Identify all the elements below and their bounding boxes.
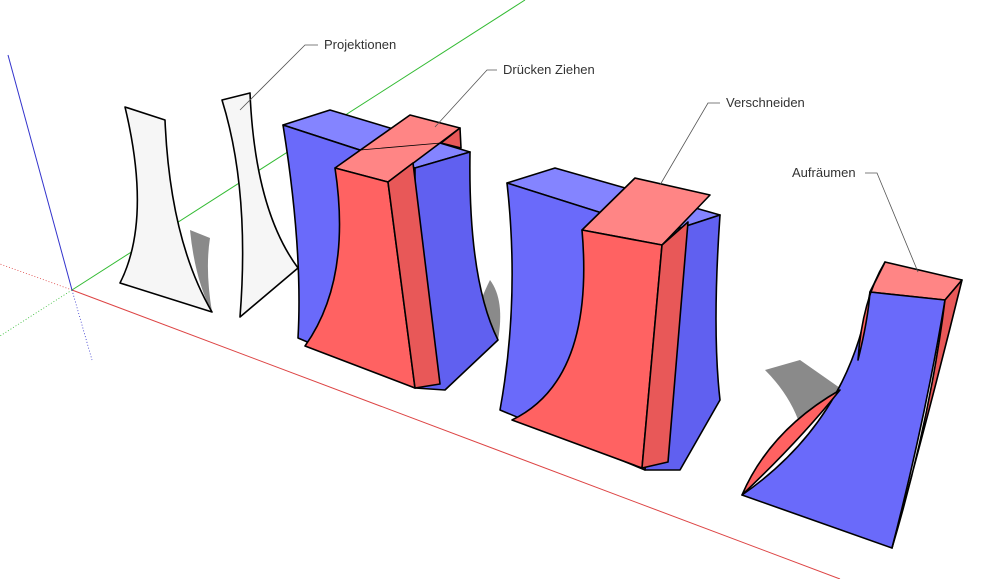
push-pull-model: [282, 109, 499, 391]
cleanup-model: [741, 261, 963, 549]
label-projections: Projektionen: [324, 37, 396, 52]
projection-profiles: [119, 92, 299, 318]
intersect-model: [499, 167, 721, 471]
label-intersect: Verschneiden: [726, 95, 805, 110]
leader-lines: [239, 44, 919, 273]
label-push-pull: Drücken Ziehen: [503, 62, 595, 77]
red-axis: [71, 289, 841, 579]
label-cleanup: Aufräumen: [792, 165, 856, 180]
blue-axis: [7, 54, 73, 291]
